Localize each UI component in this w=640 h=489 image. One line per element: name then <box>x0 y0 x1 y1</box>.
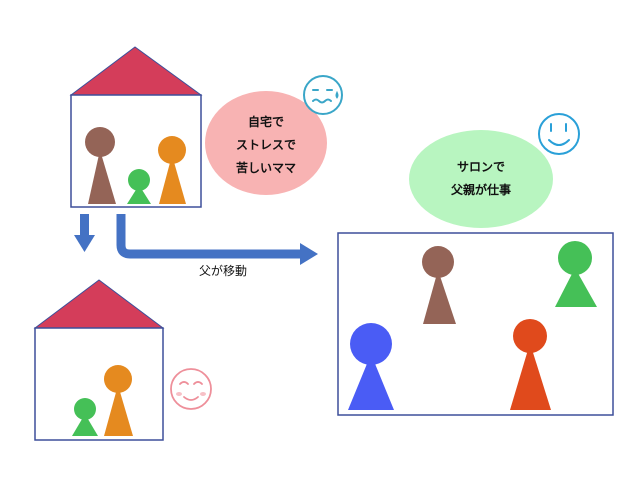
sad-face-icon <box>303 75 343 115</box>
salon-father-figure <box>422 246 456 324</box>
bottom-house <box>33 279 165 441</box>
mother-figure <box>85 127 116 204</box>
top-house-roof <box>69 46 203 96</box>
stress-line-3: 苦しいママ <box>236 160 296 175</box>
salon-box <box>337 232 614 416</box>
bottom-house-roof <box>33 279 165 329</box>
salon-red-figure <box>510 319 551 410</box>
salon-line-2: 父親が仕事 <box>450 182 511 197</box>
down-arrow <box>74 214 95 252</box>
salon-bubble: サロンで 父親が仕事 <box>409 130 553 228</box>
salon-line-1: サロンで <box>457 160 505 174</box>
child-green-figure <box>127 169 151 204</box>
top-house <box>69 46 203 208</box>
relaxed-face-icon <box>170 368 212 410</box>
stress-line-2: ストレスで <box>236 138 296 152</box>
salon-green-figure <box>555 241 597 307</box>
stress-line-1: 自宅で <box>248 114 284 129</box>
salon-blue-figure <box>348 323 394 410</box>
move-arrow-label: 父が移動 <box>199 263 247 278</box>
stress-bubble: 自宅で ストレスで 苦しいママ <box>205 91 327 195</box>
child-orange-figure <box>158 136 186 204</box>
bottom-child-green-figure <box>72 398 98 436</box>
move-arrow: 父が移動 <box>116 214 318 278</box>
bottom-child-orange-figure <box>104 365 133 436</box>
bottom-house-body <box>34 327 164 441</box>
happy-face-icon <box>538 113 580 155</box>
